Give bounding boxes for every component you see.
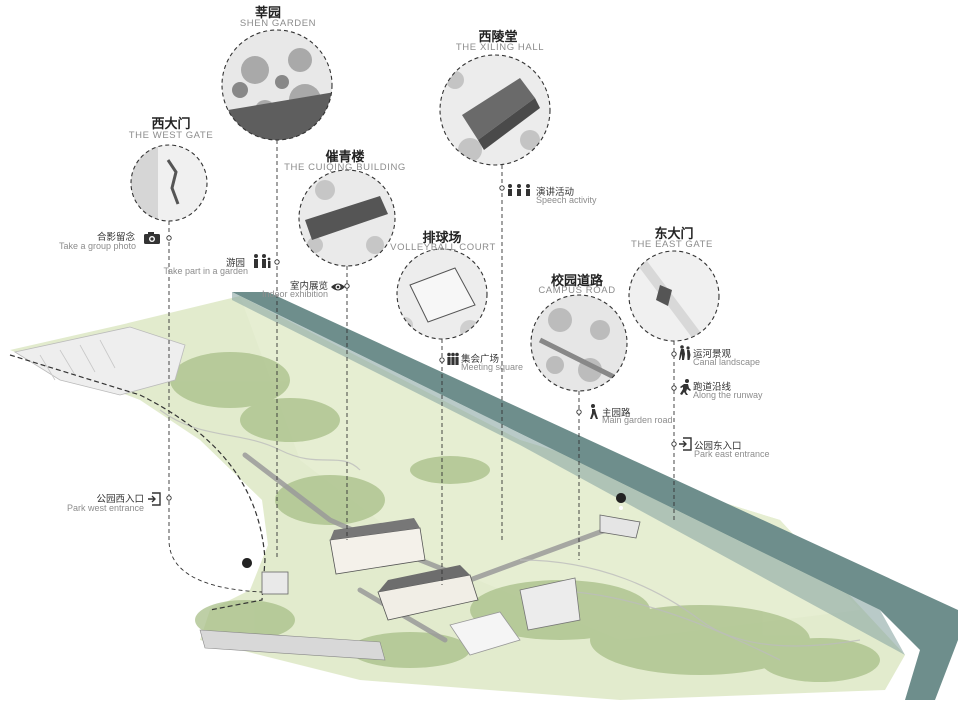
callout-garden-en: Take part in a garden	[163, 266, 248, 276]
title-volleyball-court: 排球场	[422, 231, 462, 246]
group-icon	[447, 352, 459, 365]
subtitle-volleyball-court: VOLLEYBALL COURT	[390, 242, 496, 253]
title-shen-garden: 莘园	[254, 6, 282, 21]
callout-group-photo-zh: 合影留念	[96, 232, 135, 243]
callout-group-photo-en: Take a group photo	[58, 241, 136, 251]
callout-main-road-zh: 主园路	[602, 408, 631, 419]
detail-circle-west-gate	[130, 144, 208, 222]
detail-circle-cuiqing-building	[298, 169, 396, 267]
callout-runway-en: Along the runway	[693, 390, 763, 400]
callout-indoor-zh: 室内展览	[289, 281, 328, 292]
callout-speech-zh: 演讲活动	[536, 187, 575, 198]
detail-circle-volleyball-court	[396, 248, 488, 340]
title-cuiqing-building: 催青楼	[325, 150, 365, 165]
subtitle-xiling-hall: THE XILING HALL	[455, 42, 545, 53]
subtitle-east-gate: THE EAST GATE	[631, 239, 713, 250]
callout-east-entrance-en: Park east entrance	[694, 449, 770, 459]
leader-lines	[168, 140, 675, 593]
subtitle-campus-road: CAMPUS ROAD	[538, 285, 616, 296]
callout-meeting-zh: 集会广场	[461, 354, 500, 365]
callout-runway-zh: 跑道沿线	[693, 382, 732, 393]
people-icon	[254, 254, 271, 268]
callout-garden-zh: 游园	[225, 258, 245, 269]
camera-icon	[144, 232, 160, 244]
callout-canal-en: Canal landscape	[693, 357, 761, 367]
walker-icon	[590, 404, 598, 419]
title-campus-road: 校园道路	[550, 274, 604, 289]
callout-main-road-en: Main garden road	[602, 415, 673, 425]
subtitle-shen-garden: SHEN GARDEN	[239, 18, 317, 29]
runner-icon	[680, 379, 691, 395]
subtitle-cuiqing-building: THE CUIQING BUILDING	[284, 162, 406, 173]
entrance-icon	[679, 437, 692, 451]
entrance-icon	[148, 492, 161, 506]
callout-canal-zh: 运河景观	[693, 349, 732, 360]
callout-speech-en: Speech activity	[536, 195, 597, 205]
detail-circle-east-gate	[628, 250, 720, 342]
detail-circle-shen-garden	[221, 29, 333, 141]
detail-circle-campus-road	[530, 294, 628, 392]
canal	[232, 292, 958, 700]
buildings	[199, 514, 641, 661]
subtitle-west-gate: THE WEST GATE	[128, 130, 214, 141]
title-west-gate: 西大门	[151, 117, 191, 132]
location-pin-icon	[616, 493, 627, 519]
hikers-icon	[679, 345, 691, 360]
eye-icon	[331, 283, 345, 291]
callout-indoor-en: Indoor exhibition	[261, 289, 328, 299]
park-ground	[9, 296, 905, 700]
callout-west-entrance-zh: 公园西入口	[96, 494, 144, 505]
title-east-gate: 东大门	[654, 227, 694, 242]
audience-icon	[508, 184, 530, 196]
callout-meeting-en: Meeting square	[461, 362, 524, 372]
callout-east-entrance-zh: 公园东入口	[694, 441, 742, 452]
detail-circle-xiling-hall	[439, 54, 551, 166]
location-pin-icon	[242, 558, 253, 584]
title-xiling-hall: 西陵堂	[478, 30, 518, 45]
callout-west-entrance-en: Park west entrance	[66, 503, 144, 513]
